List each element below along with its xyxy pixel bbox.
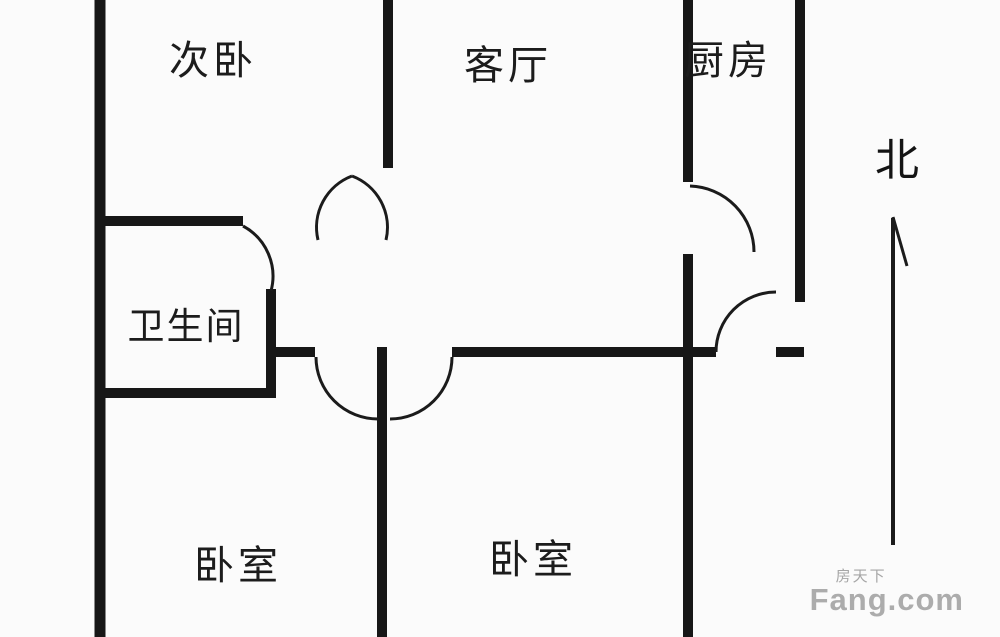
compass-north-label: 北 [875,136,919,185]
room-label-bedroom-right: 卧室 [489,538,577,582]
bedroom-right-door-arc [389,356,454,421]
room-label-bathroom: 卫生间 [127,306,245,347]
room-label-secondary-bedroom: 次卧 [169,39,257,83]
watermark-brand: 房天下 [835,567,887,585]
bathroom-door-arc [242,224,275,292]
watermark-logo: Fang.com [809,582,964,618]
living-room-door-arc-right [351,174,389,241]
north-arrow-barb [891,216,909,267]
room-label-living-room: 客厅 [464,44,552,88]
door-arcs [242,174,777,421]
north-arrow [891,216,909,545]
living-room-door-arc-left [315,174,353,241]
bedroom-left-door-arc [314,356,379,421]
room-label-kitchen: 厨房 [684,39,772,83]
room-label-bedroom-left: 卧室 [194,544,282,588]
walls [94,0,805,637]
watermark: 房天下 Fang.com [809,567,964,618]
balcony-door-arc [714,290,777,353]
kitchen-door-arc [689,184,756,253]
